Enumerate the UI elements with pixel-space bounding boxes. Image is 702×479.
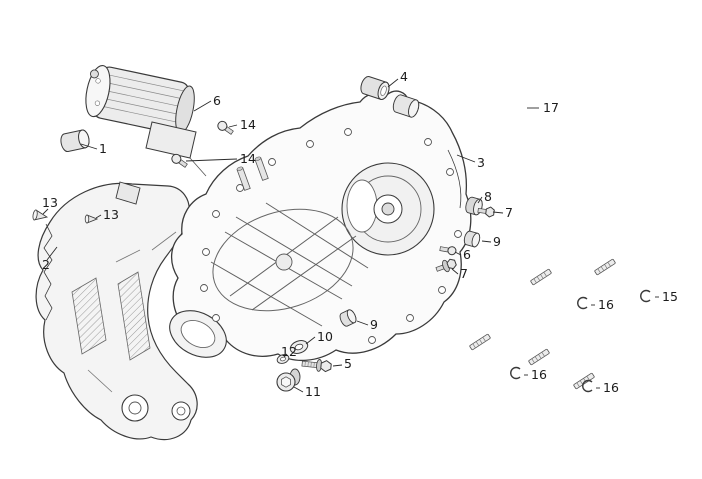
clip-13-b: [84, 214, 99, 224]
c-clip: [510, 289, 651, 393]
crankcase-cover-part2: [35, 181, 198, 441]
stud-bolt: [594, 258, 616, 276]
callout-1: 1: [99, 141, 107, 156]
bolt-7-b: [435, 258, 457, 273]
callout-6-b: 6: [463, 247, 471, 262]
washer-10: [289, 340, 309, 354]
callout-16-b: 16: [531, 367, 547, 382]
motor-shaft: [89, 69, 99, 79]
cap-9-a: [463, 230, 481, 248]
cylinder-stud: [236, 166, 251, 191]
callout-8: 8: [484, 189, 492, 204]
cap-9-b: [339, 309, 357, 327]
callout-labels: 1 2 3 4 6 14 14 13 13 8 7 9 6 7 9 10 12 …: [42, 69, 678, 399]
callout-15: 15: [662, 289, 678, 304]
bolt-7-a: [477, 206, 495, 218]
bolt-6-b: [439, 246, 457, 256]
bolt-holes: [200, 128, 462, 344]
callout-7-b: 7: [460, 266, 468, 281]
callout-12: 12: [281, 344, 297, 359]
callout-10: 10: [317, 329, 333, 344]
cover-tab: [115, 181, 141, 205]
callout-17: 17: [543, 100, 559, 115]
cylinder-stud: [254, 156, 269, 181]
callout-9-a: 9: [493, 234, 501, 249]
callout-7-a: 7: [505, 205, 513, 220]
crank-chamber: [212, 208, 354, 312]
callout-14-a: 14: [240, 117, 256, 132]
callout-4: 4: [400, 69, 408, 84]
bolt-14-a: [217, 120, 234, 135]
callout-16-c: 16: [603, 380, 619, 395]
torn-edge: [43, 223, 53, 321]
clip-13-a: [32, 209, 49, 221]
hatched-web: [71, 277, 107, 355]
bolt-5: [301, 359, 332, 373]
case-boss: [392, 94, 420, 118]
callout-16-a: 16: [598, 297, 614, 312]
drain-plug-11: [276, 368, 301, 392]
callout-11: 11: [305, 384, 321, 399]
rubber-mount-part1: [60, 129, 90, 152]
callout-3: 3: [477, 155, 485, 170]
callout-13-a: 13: [42, 195, 58, 210]
stud-bolt: [528, 348, 550, 366]
stud-bolt: [573, 372, 595, 390]
starter-motor: [85, 64, 207, 177]
leader-lines: [42, 78, 659, 393]
bolt-14-b: [171, 153, 188, 168]
callout-9-b: 9: [370, 317, 378, 332]
crankcase-body-part3: [169, 90, 472, 362]
case-contour: [447, 149, 462, 209]
callout-6-a: 6: [213, 93, 221, 108]
callout-13-b: 13: [103, 207, 119, 222]
callout-2: 2: [42, 257, 50, 272]
hatched-web: [117, 271, 151, 361]
callout-5: 5: [344, 356, 352, 371]
bushing-part4: [360, 76, 390, 100]
callout-14-b: 14: [240, 151, 256, 166]
stud-bolt: [530, 268, 552, 286]
stud-bolt: [469, 333, 491, 351]
ring-12: [276, 354, 290, 364]
